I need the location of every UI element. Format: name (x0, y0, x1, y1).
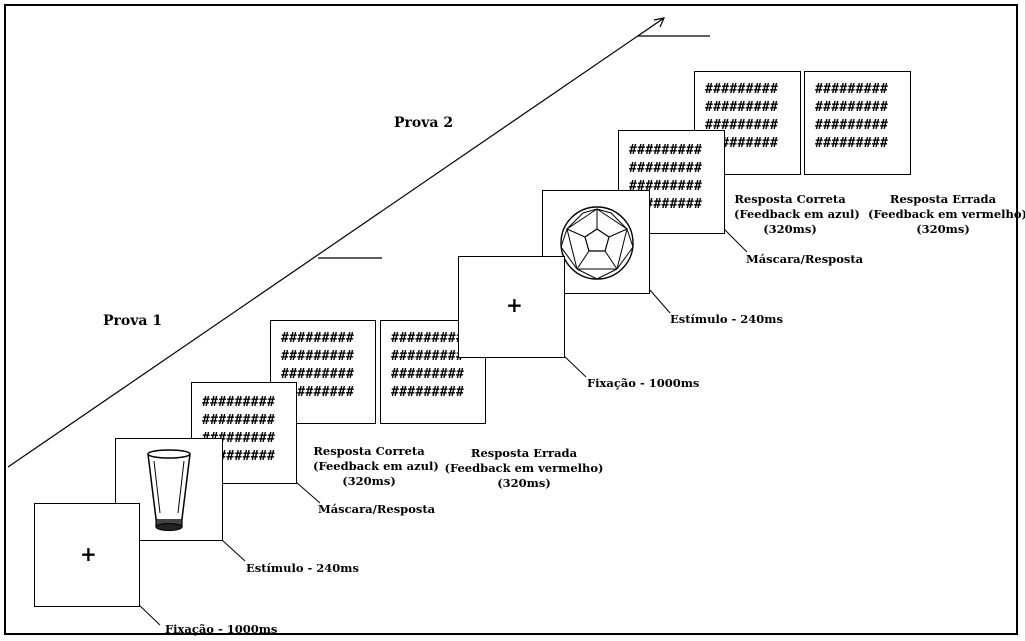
label-correta-2-line2: (Feedback em azul) (734, 207, 846, 222)
label-mascara-2: Máscara/Resposta (746, 252, 863, 267)
prova-1-label: Prova 1 (103, 313, 162, 329)
mask-hashes: ######### (391, 367, 464, 383)
label-errada-1-line1: Resposta Errada (444, 446, 604, 461)
label-estimulo-2: Estímulo - 240ms (670, 312, 783, 327)
label-estimulo-1: Estímulo - 240ms (246, 561, 359, 576)
mask-hashes: ######### (629, 161, 702, 177)
mask-hashes: ######### (391, 331, 464, 347)
label-errada-1-line3: (320ms) (444, 476, 604, 491)
label-errada-2-line2: (Feedback em vermelho) (868, 207, 1018, 222)
label-correta-1-line2: (Feedback em azul) (313, 459, 425, 474)
label-errada-1: Resposta Errada (Feedback em vermelho) (… (444, 446, 604, 491)
mask-hashes: ######### (815, 100, 888, 116)
label-correta-1-line3: (320ms) (313, 474, 425, 489)
label-errada-2: Resposta Errada (Feedback em vermelho) (… (868, 192, 1018, 237)
mask-hashes: ######### (281, 349, 354, 365)
fixation-cross: + (506, 295, 523, 315)
label-correta-1-line1: Resposta Correta (313, 444, 425, 459)
mask-hashes: ######### (391, 349, 464, 365)
mask-hashes: ######### (705, 100, 778, 116)
mask-hashes: ######### (202, 395, 275, 411)
prova-2-label: Prova 2 (394, 115, 453, 131)
mask-screen-wrong-2: ######### ######### ######### ######### (804, 71, 911, 175)
mask-hashes: ######### (281, 367, 354, 383)
fixation-cross: + (80, 544, 97, 564)
label-correta-2: Resposta Correta (Feedback em azul) (320… (734, 192, 846, 237)
mask-hashes: ######### (281, 331, 354, 347)
label-mascara-1: Máscara/Resposta (318, 502, 435, 517)
label-errada-2-line1: Resposta Errada (868, 192, 1018, 207)
mask-hashes: ######### (815, 82, 888, 98)
mask-hashes: ######### (391, 385, 464, 401)
mask-hashes: ######### (629, 143, 702, 159)
label-fixacao-1: Fixação - 1000ms (165, 622, 277, 637)
mask-hashes: ######### (705, 82, 778, 98)
fixation-screen-2: + (458, 256, 565, 358)
mask-hashes: ######### (815, 136, 888, 152)
label-errada-1-line2: (Feedback em vermelho) (444, 461, 604, 476)
fixation-screen-1: + (34, 503, 140, 607)
mask-hashes: ######### (815, 118, 888, 134)
label-fixacao-2: Fixação - 1000ms (587, 376, 699, 391)
label-errada-2-line3: (320ms) (868, 222, 1018, 237)
soccer-ball-icon (559, 205, 635, 281)
glass-icon (144, 447, 194, 535)
label-correta-2-line3: (320ms) (734, 222, 846, 237)
mask-hashes: ######### (202, 413, 275, 429)
label-correta-1: Resposta Correta (Feedback em azul) (320… (313, 444, 425, 489)
label-correta-2-line1: Resposta Correta (734, 192, 846, 207)
